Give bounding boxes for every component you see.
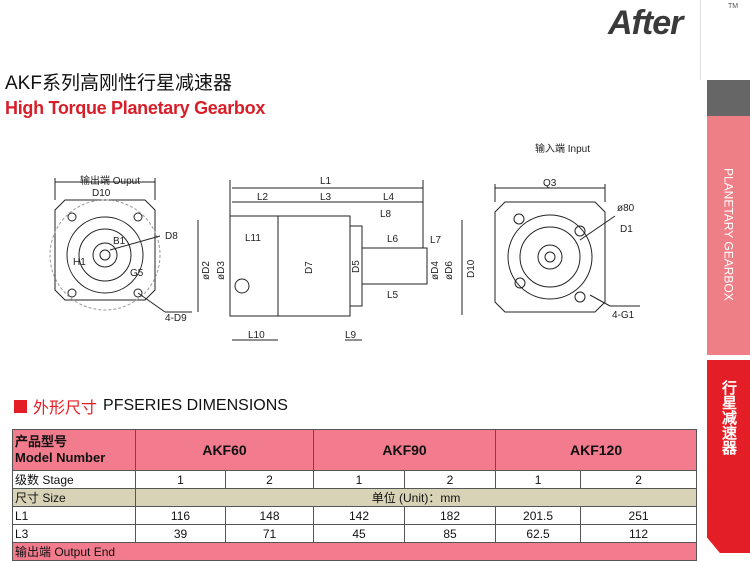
model-number-header-en: Model Number [15, 450, 106, 465]
table-row-output-end: 输出端 Output End [11, 542, 698, 561]
dim-label: D1 [620, 224, 633, 235]
dim-label: 4-G1 [612, 310, 635, 321]
dim-label: H1 [73, 257, 86, 268]
cell: 39 [135, 524, 226, 543]
dim-label: L1 [320, 176, 332, 187]
cell: 2 [404, 470, 497, 489]
dim-label: D10 [92, 188, 111, 199]
row-label: 级数 Stage [12, 470, 136, 489]
dim-label: L4 [383, 192, 395, 203]
row-label: L3 [12, 524, 136, 543]
cell: 1 [313, 470, 406, 489]
dim-label: L3 [320, 192, 332, 203]
dim-label: øD6 [444, 261, 455, 280]
dim-label: D5 [351, 260, 362, 273]
dim-label: D7 [304, 261, 315, 274]
table-row-size: 尺寸 Size 单位 (Unit)：mm [12, 488, 698, 507]
unit-cell: 单位 (Unit)：mm [134, 488, 698, 507]
trademark: TM [728, 3, 739, 10]
dim-label: L5 [387, 290, 399, 301]
dim-label: L11 [245, 233, 261, 244]
cell: 1 [135, 470, 226, 489]
page-title: AKF系列高刚性行星减速器 [5, 73, 232, 94]
divider [700, 0, 701, 80]
section-title-en: PFSERIES DIMENSIONS [103, 397, 288, 414]
cell: 116 [135, 506, 226, 525]
model-header: AKF60 [134, 429, 315, 471]
sidebar-tab-cn[interactable]: 行星减速器 [707, 360, 750, 553]
dimension-drawing: 输出端 Ouput 输入端 Input D10 D8 B1 H1 G5 4-D9… [49, 142, 640, 341]
cell: 2 [224, 470, 315, 489]
dim-label: L2 [257, 192, 269, 203]
cell: 71 [224, 524, 315, 543]
dim-label: øD3 [216, 261, 227, 280]
dim-label: L8 [380, 209, 392, 220]
section-heading: 外形尺寸 PFSERIES DIMENSIONS [14, 394, 288, 418]
sidebar-tab-gray [707, 80, 750, 116]
model-number-header-cn: 产品型号 [15, 434, 68, 449]
dim-label: L7 [430, 235, 442, 246]
cell: 1 [495, 470, 582, 489]
dim-label: 4-D9 [165, 313, 187, 324]
sidebar-tab-planetary-gearbox[interactable]: PLANETARY GEARBOX [707, 116, 750, 355]
dim-label: D8 [165, 231, 178, 242]
dim-label: øD4 [430, 261, 441, 280]
section-marker [14, 399, 27, 413]
output-view-label: 输出端 Ouput [80, 174, 140, 187]
cell: 85 [404, 524, 497, 543]
row-label: 尺寸 Size [12, 488, 136, 507]
cell: 142 [313, 506, 406, 525]
model-header: AKF120 [495, 429, 698, 471]
dim-label: L6 [387, 234, 399, 245]
dim-label: Q3 [543, 178, 557, 189]
brand-logo: After [608, 4, 683, 42]
output-end-label: 输出端 Output End [11, 542, 698, 561]
dim-label: L10 [248, 330, 265, 341]
input-view-label: 输入端 Input [535, 142, 590, 155]
dim-label: B1 [113, 236, 126, 247]
dim-label: D10 [466, 259, 477, 278]
cell: 251 [580, 506, 698, 525]
cell: 45 [313, 524, 406, 543]
dim-label: ø80 [617, 203, 635, 214]
row-label: L1 [12, 506, 136, 525]
model-header: AKF90 [313, 429, 497, 471]
cell: 2 [580, 470, 698, 489]
dim-label: L9 [345, 330, 357, 341]
dim-label: G5 [130, 268, 144, 279]
cell: 201.5 [495, 506, 582, 525]
cell: 148 [224, 506, 315, 525]
cell: 182 [404, 506, 497, 525]
section-title-cn: 外形尺寸 [33, 400, 98, 417]
cell: 112 [580, 524, 698, 543]
cell: 62.5 [495, 524, 582, 543]
page-subtitle: High Torque Planetary Gearbox [5, 98, 266, 118]
dim-label: øD2 [201, 261, 212, 280]
